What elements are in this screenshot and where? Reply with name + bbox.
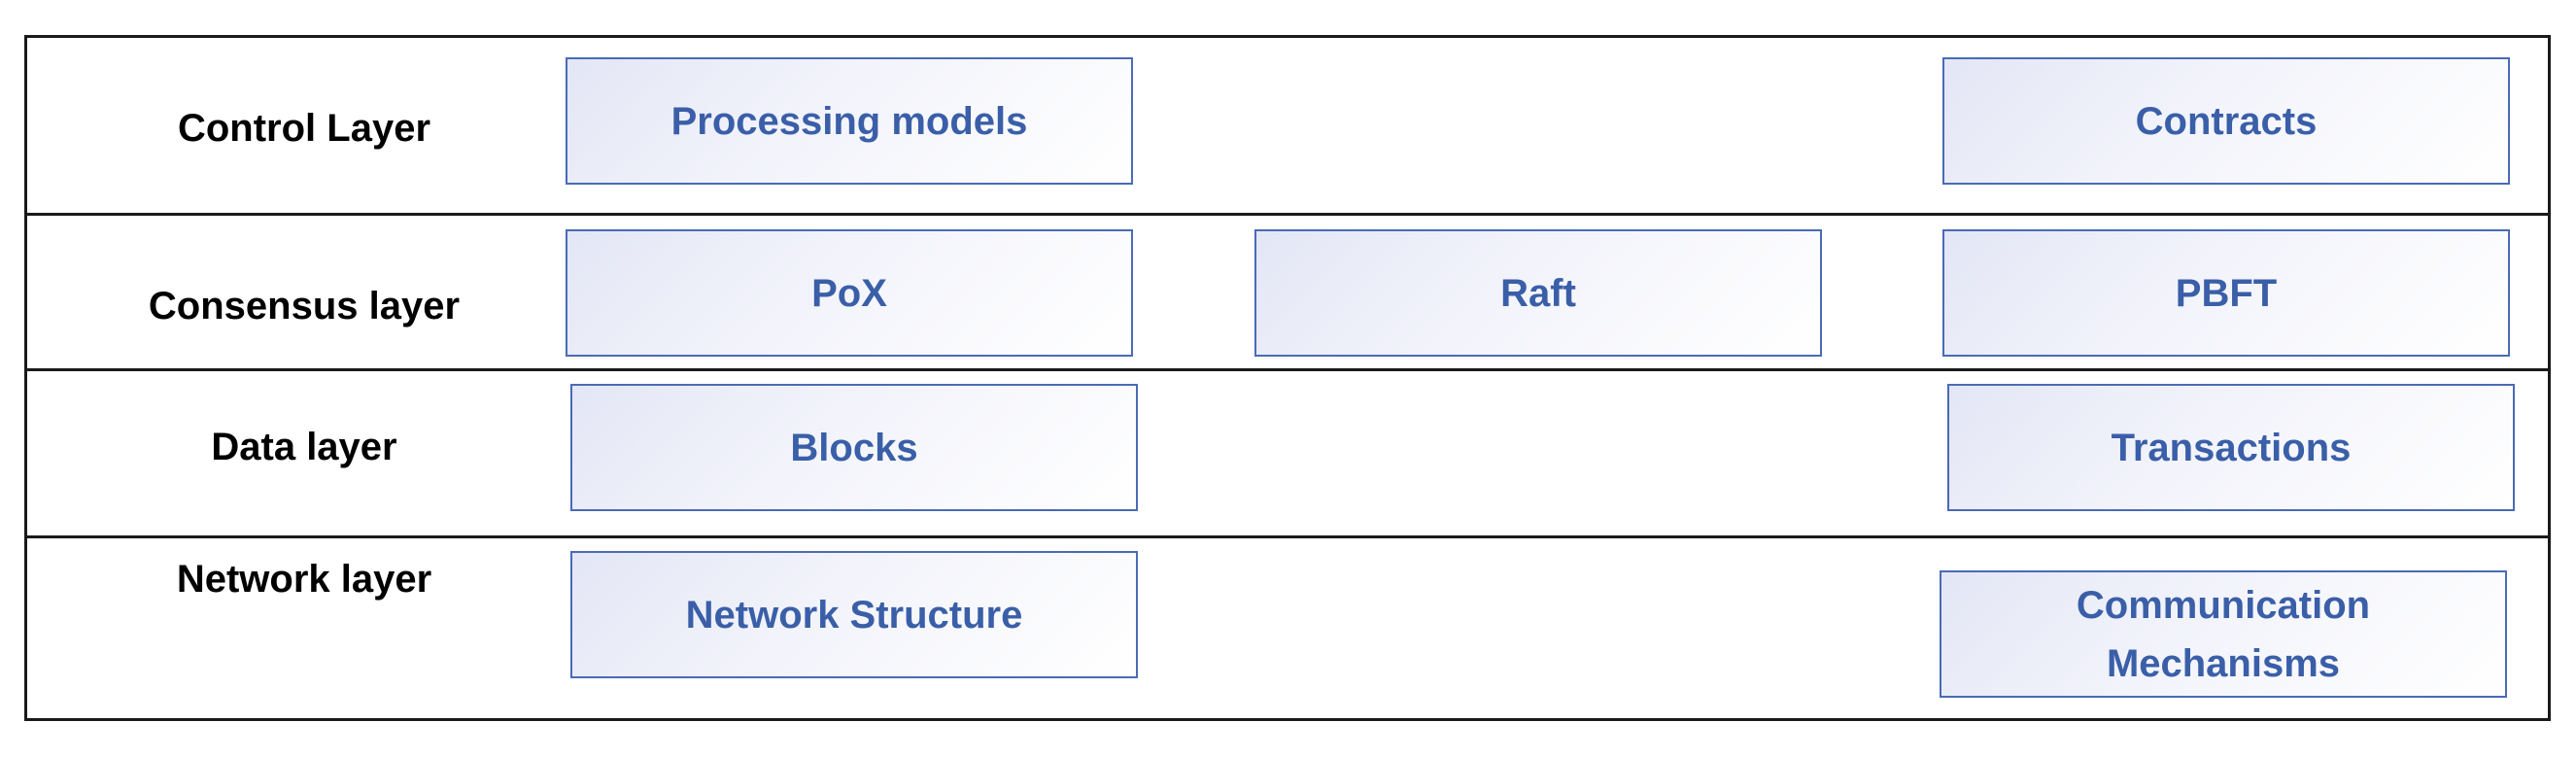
pox-box: PoX [566, 229, 1133, 357]
raft-box: Raft [1254, 229, 1822, 357]
blocks-box: Blocks [570, 384, 1138, 511]
network-structure-box: Network Structure [570, 551, 1138, 678]
communication-mechanisms-box: Communication Mechanisms [1940, 570, 2507, 698]
data-layer-label: Data layer [211, 426, 397, 468]
layer-divider [24, 535, 2551, 538]
layer-diagram-frame [24, 35, 2551, 721]
consensus-layer-label: Consensus layer [148, 285, 461, 327]
transactions-box: Transactions [1947, 384, 2515, 511]
processing-models-box: Processing models [566, 57, 1133, 185]
control-layer-label: Control Layer [177, 107, 431, 150]
layer-divider [24, 213, 2551, 216]
layer-divider [24, 368, 2551, 371]
pbft-box: PBFT [1942, 229, 2510, 357]
contracts-box: Contracts [1942, 57, 2510, 185]
network-layer-label: Network layer [176, 558, 432, 601]
